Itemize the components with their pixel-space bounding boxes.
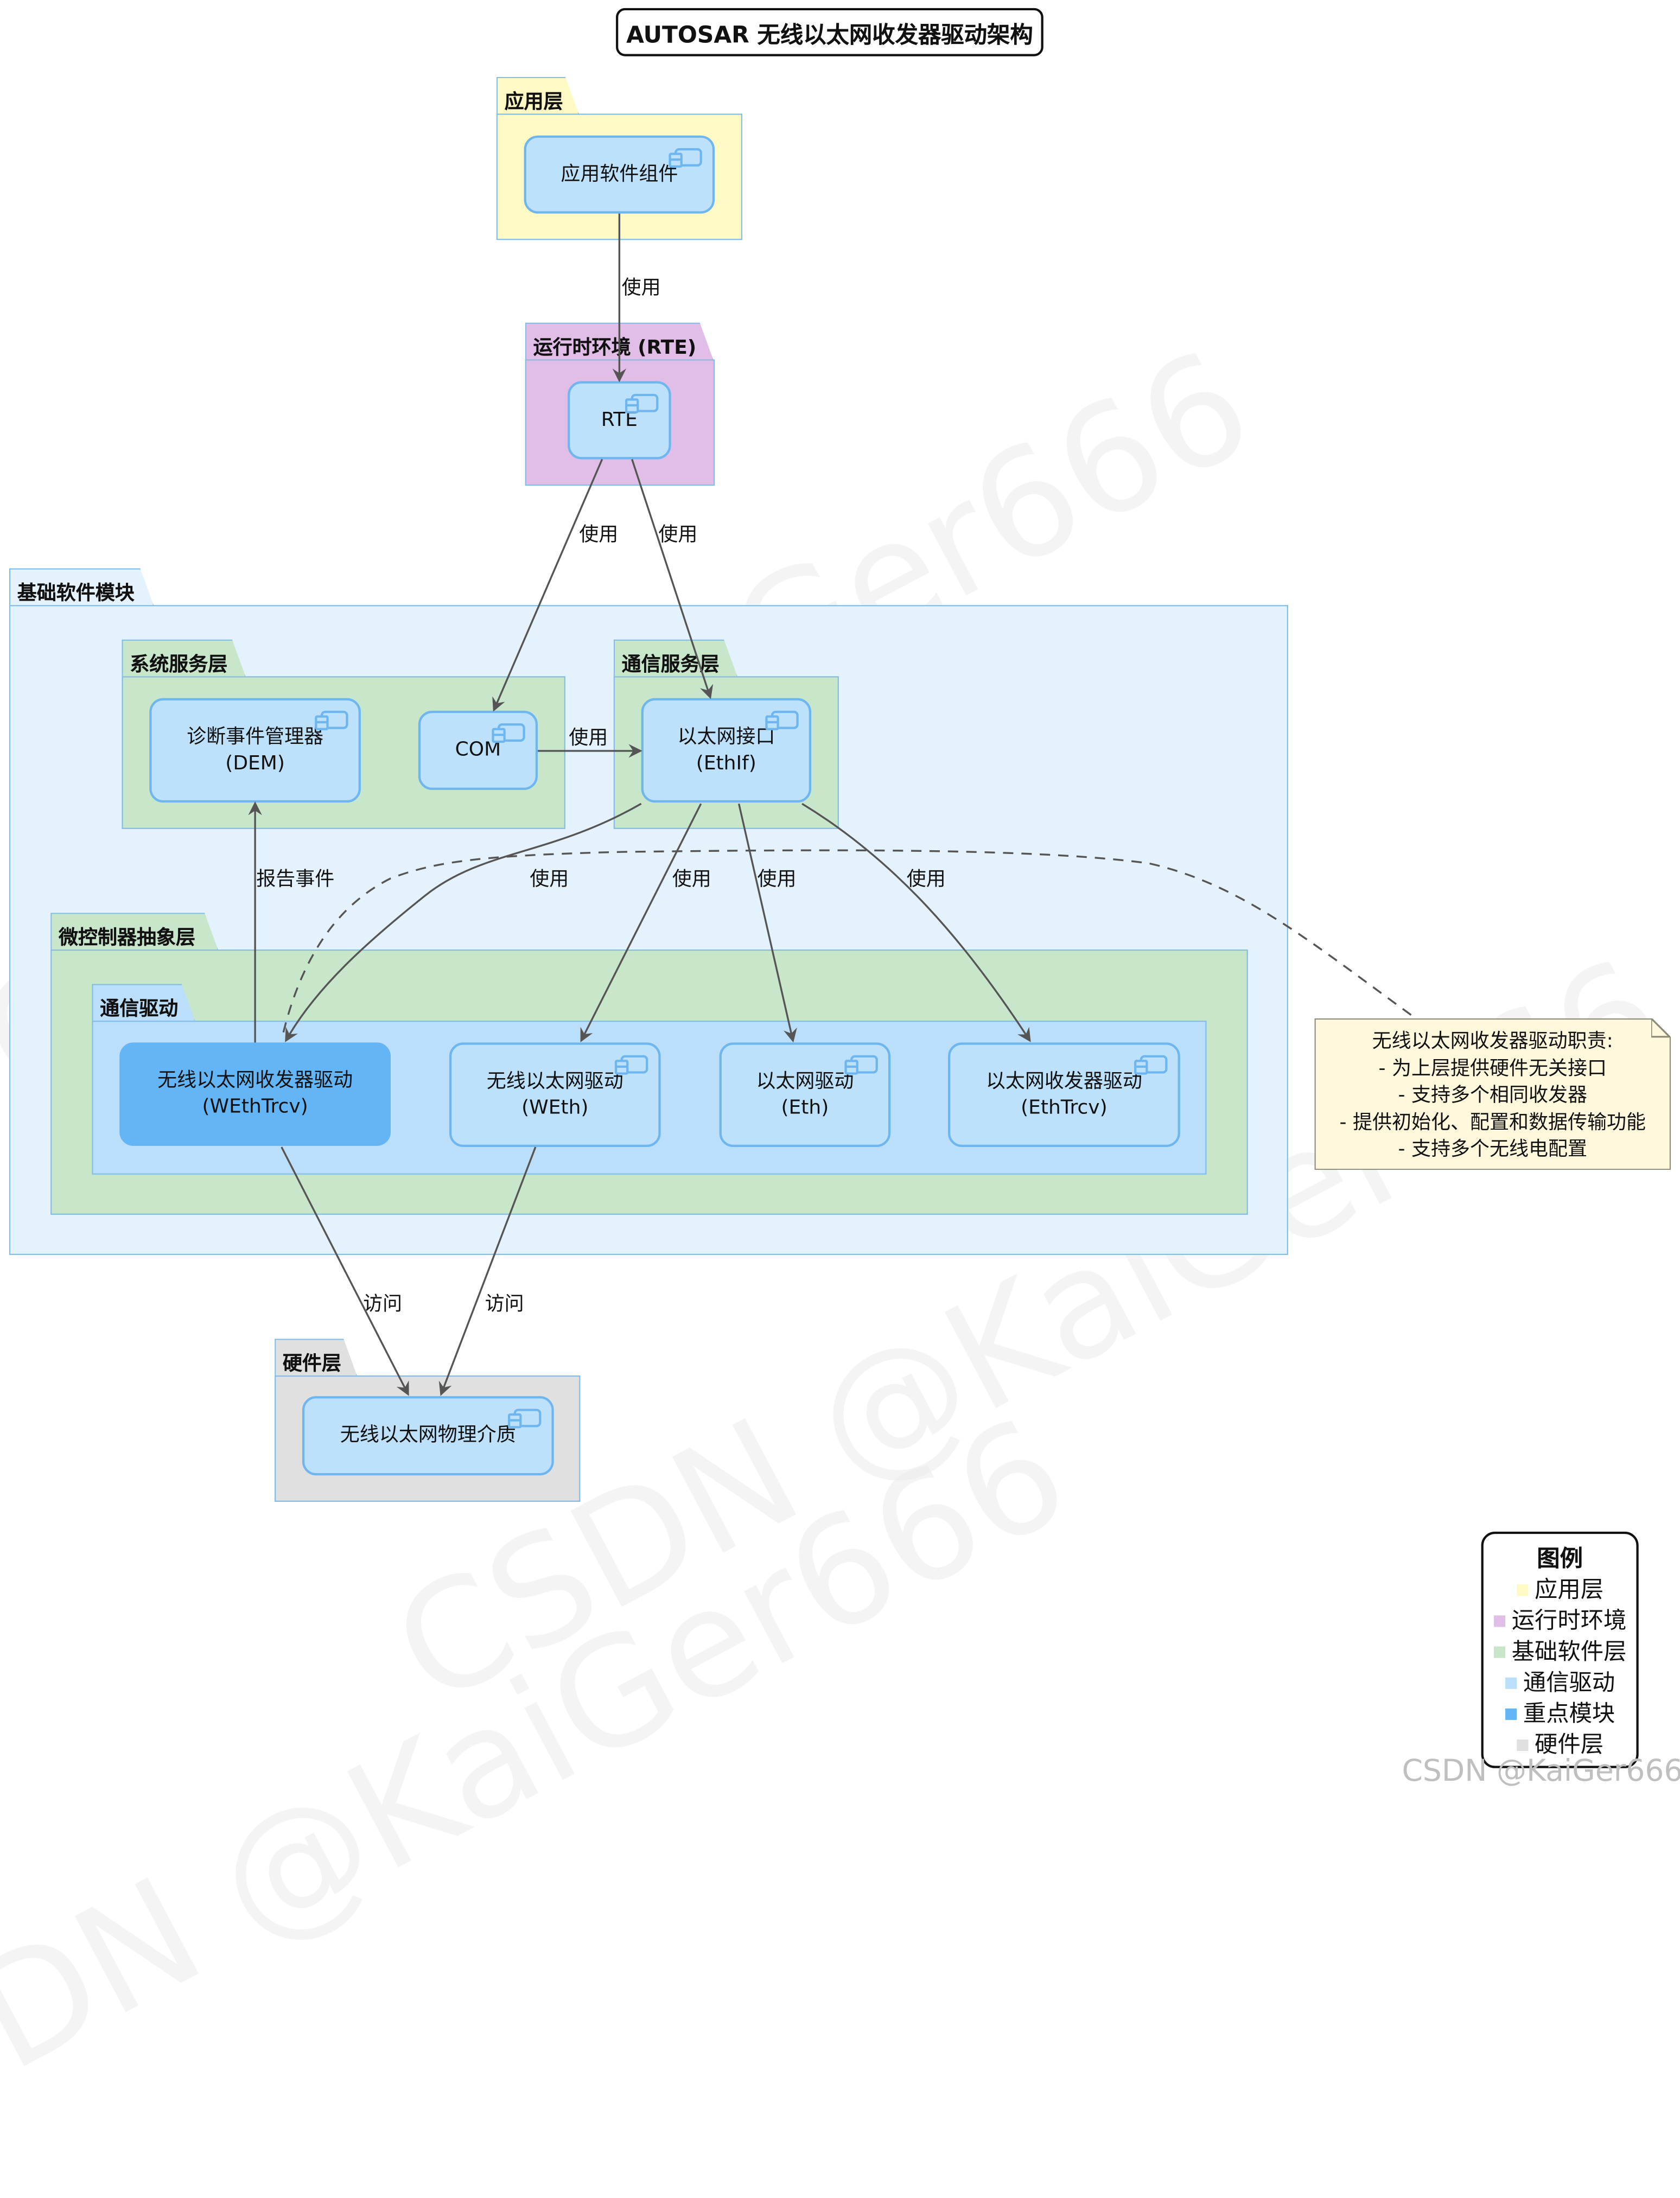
component-label: 无线以太网物理介质: [340, 1423, 516, 1447]
edge-note-connector: [281, 849, 1412, 1041]
component-label-line2: (DEM): [225, 751, 285, 775]
csdn-watermark: CSDN @KaiGer666: [1402, 1754, 1680, 1789]
edge-label-ethif-ethtrcv: 使用: [906, 868, 946, 891]
legend-item: 重点模块: [1484, 1698, 1637, 1729]
component-com[interactable]: COM: [418, 710, 538, 790]
legend-swatch: [1516, 1738, 1528, 1750]
component-label-line2: (Eth): [781, 1095, 829, 1119]
component-medium[interactable]: 无线以太网物理介质: [302, 1396, 554, 1476]
legend-swatch: [1504, 1677, 1517, 1689]
component-icon: [614, 1055, 648, 1075]
legend-label: 基础软件层: [1511, 1637, 1627, 1665]
package-tab-bsw: 基础软件模块: [9, 568, 154, 606]
responsibility-note: 无线以太网收发器驱动职责: - 为上层提供硬件无关接口 - 支持多个相同收发器 …: [1315, 1018, 1671, 1170]
component-icon: [625, 393, 659, 413]
component-label-line1: 以太网驱动: [756, 1069, 854, 1093]
note-line-2: - 为上层提供硬件无关接口: [1378, 1056, 1607, 1080]
legend-label: 重点模块: [1523, 1699, 1615, 1727]
component-icon: [844, 1055, 878, 1075]
component-wethtrcv[interactable]: 无线以太网收发器驱动 (WEthTrcv): [119, 1042, 391, 1146]
component-icon: [669, 148, 702, 168]
legend-label: 通信驱动: [1523, 1668, 1615, 1696]
component-label: 应用软件组件: [561, 162, 678, 186]
legend-title: 图例: [1537, 1544, 1583, 1572]
legend-swatch: [1516, 1584, 1528, 1596]
edge-ethif-weth: [580, 803, 702, 1042]
note-line-4: - 提供初始化、配置和数据传输功能: [1339, 1111, 1646, 1134]
component-icon: [1134, 1055, 1168, 1075]
component-label-line1: 诊断事件管理器: [187, 725, 324, 748]
edge-label-wethtrcv-dem: 报告事件: [256, 868, 335, 891]
component-dem[interactable]: 诊断事件管理器 (DEM): [149, 698, 361, 803]
legend-label: 应用层: [1535, 1575, 1604, 1603]
package-tab-comm-drivers: 通信驱动: [92, 984, 195, 1022]
component-rte[interactable]: RTE: [568, 381, 671, 460]
edge-label-app-rte: 使用: [621, 276, 661, 300]
edge-weth-medium: [438, 1146, 537, 1396]
component-app-swc[interactable]: 应用软件组件: [524, 135, 715, 214]
package-tab-app: 应用层: [497, 77, 579, 115]
legend-swatch: [1493, 1615, 1505, 1627]
component-icon: [315, 710, 348, 730]
edge-label-ethif-wethtrcv: 使用: [530, 868, 569, 891]
component-label-line2: (EthTrcv): [1021, 1095, 1108, 1119]
legend-label: 运行时环境: [1511, 1606, 1627, 1634]
component-icon: [507, 1409, 542, 1429]
edge-label-com-ethif: 使用: [569, 727, 608, 750]
legend-swatch: [1493, 1646, 1505, 1658]
component-label-line1: 无线以太网收发器驱动: [157, 1069, 353, 1092]
legend-item: 基础软件层: [1484, 1636, 1637, 1667]
note-line-3: - 支持多个相同收发器: [1398, 1084, 1587, 1107]
component-label-line1: 无线以太网驱动: [486, 1069, 623, 1093]
legend-swatch: [1504, 1708, 1517, 1719]
legend-item: 应用层: [1484, 1574, 1637, 1605]
component-icon: [765, 710, 799, 730]
component-label-line1: 以太网收发器驱动: [985, 1069, 1142, 1093]
edge-ethif-eth: [737, 803, 797, 1043]
legend: 图例 应用层 运行时环境 基础软件层 通信驱动 重点模块 硬件层: [1481, 1531, 1639, 1768]
component-label-line1: 以太网接口: [677, 725, 775, 748]
note-line-5: - 支持多个无线电配置: [1398, 1138, 1587, 1161]
package-tab-hardware: 硬件层: [275, 1339, 357, 1377]
component-icon: [492, 723, 525, 743]
edge-label-wethtrcv-medium: 访问: [363, 1292, 403, 1316]
edge-ethif-wethtrcv: [285, 802, 642, 1042]
edge-label-ethif-eth: 使用: [757, 868, 797, 891]
legend-item: 通信驱动: [1484, 1667, 1637, 1698]
diagram-stage: CSDN @KaiGer666 CSDN @KaiGer666 CSDN @Ka…: [0, 8, 1680, 2198]
legend-label: 硬件层: [1535, 1730, 1604, 1758]
edge-rte-ethif: [631, 458, 714, 699]
component-weth[interactable]: 无线以太网驱动 (WEth): [449, 1042, 661, 1147]
package-tab-mcal: 微控制器抽象层: [50, 913, 218, 951]
edge-label-weth-medium: 访问: [485, 1292, 524, 1316]
edge-label-rte-com: 使用: [579, 523, 619, 547]
component-label-line2: (WEth): [521, 1095, 589, 1119]
edge-label-ethif-weth: 使用: [672, 868, 711, 891]
component-eth[interactable]: 以太网驱动 (Eth): [719, 1042, 891, 1147]
note-line-1: 无线以太网收发器驱动职责:: [1372, 1030, 1613, 1053]
edge-rte-com: [492, 458, 603, 712]
edge-layer: [248, 213, 1412, 1396]
component-label-line2: (EthIf): [696, 751, 756, 775]
component-label-line2: (WEthTrcv): [202, 1095, 308, 1119]
legend-item: 硬件层: [1484, 1729, 1637, 1760]
note-fold-corner: [1651, 1018, 1670, 1038]
edge-wethtrcv-medium: [281, 1146, 409, 1396]
component-ethif[interactable]: 以太网接口 (EthIf): [641, 698, 812, 803]
component-ethtrcv[interactable]: 以太网收发器驱动 (EthTrcv): [948, 1042, 1180, 1147]
legend-item: 运行时环境: [1484, 1605, 1637, 1636]
edge-ethif-ethtrcv: [801, 802, 1031, 1042]
diagram-title: AUTOSAR 无线以太网收发器驱动架构: [616, 8, 1043, 56]
edge-label-rte-ethif: 使用: [658, 523, 698, 547]
